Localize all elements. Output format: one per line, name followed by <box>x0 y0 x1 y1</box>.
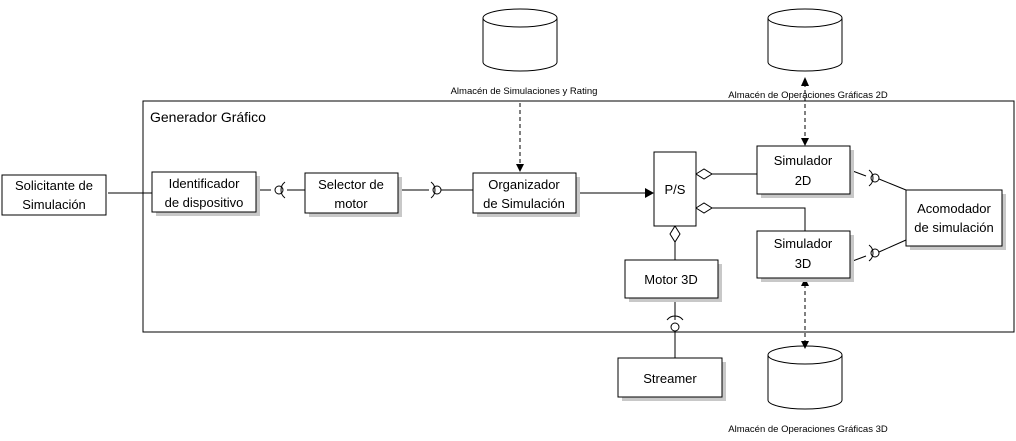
motor-3d-label: Motor 3D <box>644 272 697 287</box>
streamer-label: Streamer <box>643 371 697 386</box>
generador-grafico-container: Generador Gráfico <box>142 100 1015 333</box>
box-ps: P/S <box>653 151 697 227</box>
solicitante-line2: Simulación <box>22 197 86 212</box>
simulador-3d-line1: Simulador <box>774 236 833 251</box>
organizador-line1: Organizador <box>488 177 560 192</box>
box-simulador-3d: Simulador 3D <box>756 230 854 282</box>
box-solicitante: Solicitante de Simulación <box>1 174 107 216</box>
container-title: Generador Gráfico <box>150 109 266 125</box>
datastore-rating-label: Almacén de Simulaciones y Rating <box>451 86 598 97</box>
ps-label: P/S <box>665 182 686 197</box>
box-simulador-2d: Simulador 2D <box>756 145 854 198</box>
datastore-rating: Almacén de Simulaciones y Rating <box>451 8 598 97</box>
dashed-connectors <box>516 77 809 349</box>
box-motor-3d: Motor 3D <box>624 259 722 302</box>
datastore-graficas-3d-label: Almacén de Operaciones Gráficas 3D <box>728 424 888 435</box>
box-acomodador: Acomodador de simulación <box>905 189 1006 250</box>
simulador-2d-line1: Simulador <box>774 153 833 168</box>
selector-line2: motor <box>334 196 368 211</box>
box-streamer: Streamer <box>617 357 726 401</box>
organizador-line2: de Simulación <box>483 196 565 211</box>
acomodador-line1: Acomodador <box>917 201 991 216</box>
identificador-line1: Identificador <box>169 176 240 191</box>
selector-line1: Selector de <box>318 177 384 192</box>
box-identificador: Identificador de dispositivo <box>151 171 260 216</box>
datastore-graficas-2d: Almacén de Operaciones Gráficas 2D <box>728 8 888 101</box>
solicitante-line1: Solicitante de <box>15 178 93 193</box>
box-organizador: Organizador de Simulación <box>472 172 580 217</box>
datastore-graficas-3d: Almacén de Operaciones Gráficas 3D <box>728 345 888 435</box>
datastore-graficas-2d-label: Almacén de Operaciones Gráficas 2D <box>728 90 888 101</box>
acomodador-line2: de simulación <box>914 220 994 235</box>
box-selector: Selector de motor <box>304 172 402 217</box>
identificador-line2: de dispositivo <box>165 195 244 210</box>
simulador-2d-line2: 2D <box>795 173 812 188</box>
solid-connectors <box>108 168 907 358</box>
simulador-3d-line2: 3D <box>795 256 812 271</box>
